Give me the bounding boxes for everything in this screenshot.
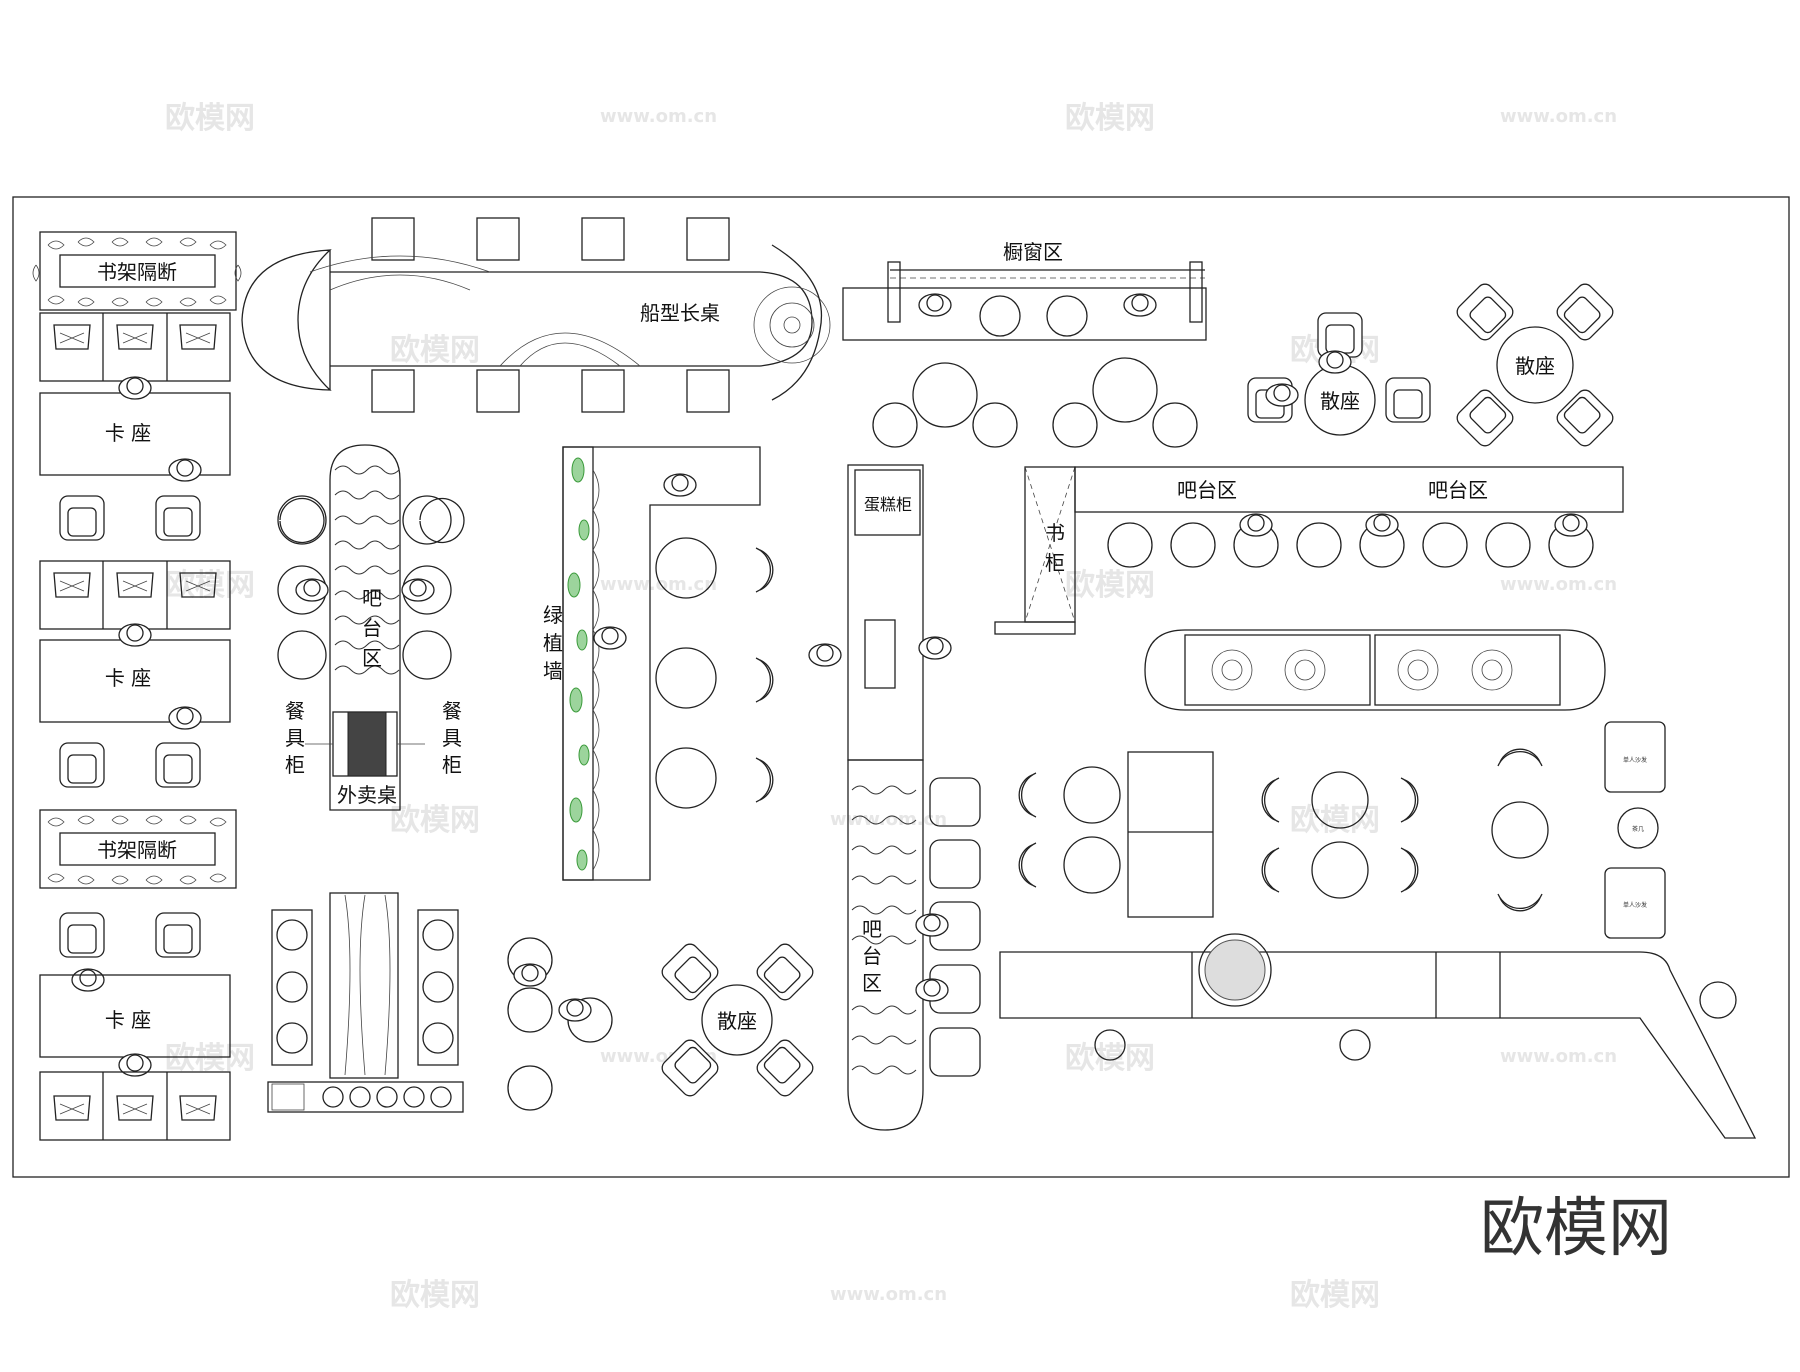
watermark-text: 欧模网 <box>1290 1278 1380 1313</box>
chair-label: 单人沙发 <box>1623 901 1647 909</box>
watermark-text: 欧模网 <box>1065 1041 1155 1076</box>
book-cabinet-label: 书 <box>1045 521 1065 545</box>
casual-seating-2: 散座 <box>1453 280 1617 450</box>
center-bar-counter: 蛋糕柜 吧 台 区 <box>808 464 981 1131</box>
boat-table-label: 船型长桌 <box>640 301 720 325</box>
window-area-label: 橱窗区 <box>1003 240 1063 264</box>
bar-label-vertical: 区 <box>362 646 382 670</box>
green-wall-label: 植 <box>543 631 563 655</box>
watermark-text: 欧模网 <box>165 1041 255 1076</box>
watermark-text: 欧模网 <box>1065 568 1155 603</box>
watermark-url: www.om.cn <box>1500 1046 1617 1067</box>
watermark-url: www.om.cn <box>1500 574 1617 595</box>
booth-2: 卡 座 <box>39 560 231 788</box>
bar-label-vertical: 区 <box>862 971 882 995</box>
side-table-label: 茶几 <box>1632 825 1644 833</box>
window-display-area: 橱窗区 <box>842 240 1207 448</box>
bookshelf-label: 书架隔断 <box>97 260 177 284</box>
watermark-url: www.om.cn <box>1500 106 1617 127</box>
casual-seating-1: 散座 <box>1247 312 1431 436</box>
bookshelf-label: 书架隔断 <box>97 838 177 862</box>
cabinet-label: 具 <box>285 726 305 750</box>
casual-seat-label: 散座 <box>1515 354 1555 378</box>
planter-bench <box>1144 629 1606 711</box>
book-cabinet-label: 柜 <box>1045 551 1065 575</box>
bar-label-vertical: 台 <box>862 944 882 968</box>
chair-label: 单人沙发 <box>1623 756 1647 764</box>
casual-seat-label: 散座 <box>717 1009 757 1033</box>
bar-label-vertical: 台 <box>362 616 382 640</box>
watermark-text: 欧模网 <box>1065 101 1155 136</box>
right-bar-counter: 书 柜 吧台区 吧台区 <box>994 466 1624 635</box>
watermark-layer: 欧模网 www.om.cn 欧模网 www.om.cn 欧模网 欧模网 欧模网 … <box>165 101 1617 1313</box>
cabinet-label: 柜 <box>442 753 462 777</box>
green-wall-label: 绿 <box>543 603 563 627</box>
watermark-text: 欧模网 <box>390 1278 480 1313</box>
casual-seating-bottom: 散座 <box>658 940 817 1100</box>
takeout-desk-label: 外卖桌 <box>337 783 397 807</box>
cabinet-label: 餐 <box>442 699 462 723</box>
watermark-text: 欧模网 <box>390 803 480 838</box>
cabinet-label: 具 <box>442 726 462 750</box>
cake-cabinet-label: 蛋糕柜 <box>864 495 912 514</box>
cabinet-label: 柜 <box>285 753 305 777</box>
watermark-url: www.om.cn <box>830 809 947 830</box>
watermark-url: www.om.cn <box>830 1284 947 1305</box>
bar-area-label: 吧台区 <box>1428 478 1488 502</box>
watermark-text: 欧模网 <box>390 333 480 368</box>
booth-label: 卡 座 <box>105 666 151 690</box>
watermark-url: www.om.cn <box>600 106 717 127</box>
booth-label: 卡 座 <box>105 421 151 445</box>
booth-1: 卡 座 <box>39 312 231 541</box>
plan-border <box>12 196 1790 1178</box>
bar-label-vertical: 吧 <box>862 917 882 941</box>
watermark-text: 欧模网 <box>1290 803 1380 838</box>
cabinet-label: 餐 <box>285 699 305 723</box>
left-bar-counter: 吧 台 区 餐 具 柜 餐 具 柜 外卖桌 <box>277 444 465 811</box>
green-plant-wall: 绿 植 墙 <box>543 446 774 881</box>
long-bar-bottom-right <box>999 933 1757 1139</box>
boat-table: 船型长桌 <box>241 217 831 413</box>
casual-seat-label: 散座 <box>1320 389 1360 413</box>
watermark-text: 欧模网 <box>165 101 255 136</box>
lower-lounge-chairs <box>507 937 613 1111</box>
green-wall-label: 墙 <box>543 659 563 683</box>
bar-label-vertical: 吧 <box>362 586 382 610</box>
bookshelf-partition-bottom: 书架隔断 <box>39 809 237 889</box>
lower-right-dining <box>1018 748 1549 918</box>
wood-bench-area <box>267 892 464 1113</box>
bar-area-label: 吧台区 <box>1177 478 1237 502</box>
brand-logo: 欧模网 <box>1480 1192 1672 1266</box>
booth-3: 卡 座 <box>39 912 231 1141</box>
bookshelf-partition-top: 书架隔断 <box>32 231 242 311</box>
watermark-url: www.om.cn <box>600 574 717 595</box>
lounge-set-far-right: 单人沙发 茶几 单人沙发 <box>1604 721 1666 939</box>
booth-label: 卡 座 <box>105 1008 151 1032</box>
